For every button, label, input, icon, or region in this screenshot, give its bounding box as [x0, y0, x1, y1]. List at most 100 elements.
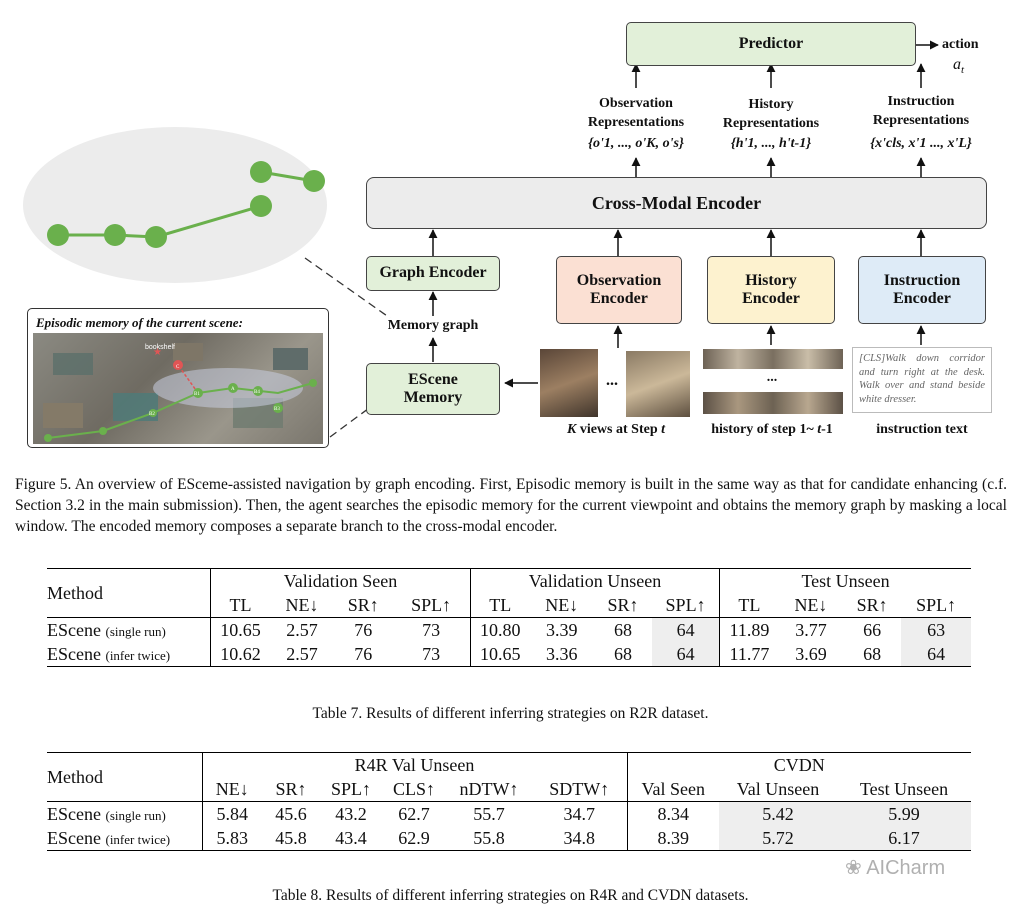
- figure-5-caption: Figure 5. An overview of ESceme-assisted…: [15, 476, 1007, 535]
- node-label-b2: B2: [149, 412, 155, 417]
- history-encoder-label: History Encoder: [742, 271, 800, 307]
- t7-group-validation-seen: Validation Seen: [210, 568, 471, 593]
- observation-encoder-label: Observation Encoder: [576, 271, 662, 307]
- t7-col-ne: NE↓: [545, 594, 579, 615]
- history-image-1: [703, 349, 843, 369]
- graph-node: [47, 224, 69, 246]
- action-label: action: [942, 37, 979, 52]
- t7-col-tl: TL: [229, 594, 252, 615]
- t8-cell: 62.9: [398, 827, 430, 848]
- instruction-encoder-box: Instruction Encoder: [858, 256, 986, 324]
- t8-cell: 34.7: [532, 801, 628, 826]
- t7-row-method: EScene (single run): [47, 617, 212, 642]
- t7-col-tl: TL: [489, 594, 512, 615]
- predictor-box: Predictor: [626, 22, 916, 66]
- history-image-2: [703, 392, 843, 414]
- memory-graph-label: Memory graph: [387, 318, 479, 333]
- scene-topdown-image: bookshelf ★ C B1 A B4 B3 B2: [33, 333, 323, 444]
- cross-modal-encoder-label: Cross-Modal Encoder: [591, 192, 762, 213]
- t8-cell: 43.2: [335, 803, 367, 824]
- observation-representations-label: Observation Representations: [587, 96, 685, 130]
- t8-cell: 45.6: [275, 803, 307, 824]
- t7-col-sr: SR↑: [347, 594, 379, 615]
- predictor-label: Predictor: [738, 34, 804, 52]
- history-steps-label: history of step 1~ t-1: [711, 422, 833, 437]
- t7-cell: 64: [652, 617, 721, 642]
- t8-cell: 6.17: [837, 826, 971, 851]
- t7-cell: 73: [392, 617, 471, 642]
- history-ellipsis: ...: [766, 370, 778, 385]
- history-set: {h'1, ..., h't-1}: [730, 136, 812, 151]
- instruction-representations-label: Instruction Representations: [872, 94, 970, 128]
- t7-col-spl: SPL↑: [392, 593, 471, 618]
- memory-graph: [47, 161, 325, 248]
- observation-encoder-box: Observation Encoder: [556, 256, 682, 324]
- instruction-text-label: instruction text: [876, 422, 968, 437]
- watermark: ❀ AICharm: [845, 855, 945, 880]
- t7-cell: 2.57: [286, 643, 318, 664]
- graph-node: [303, 170, 325, 192]
- t7-cell: 2.57: [286, 619, 318, 640]
- graph-node: [145, 226, 167, 248]
- node-label-b4: B4: [254, 390, 260, 395]
- episodic-memory-title: Episodic memory of the current scene:: [36, 315, 243, 330]
- t7-cell: 76: [354, 619, 373, 640]
- t8-cell: 55.8: [473, 827, 505, 848]
- t8-cell: 45.8: [275, 827, 307, 848]
- t7-cell: 10.80: [479, 619, 521, 640]
- graph-node: [250, 161, 272, 183]
- node-label-b1: B1: [194, 392, 200, 397]
- bookshelf-label: bookshelf: [145, 344, 175, 351]
- graph-node: [104, 224, 126, 246]
- t7-col-sr: SR↑: [856, 594, 888, 615]
- t7-cell: 3.36: [546, 643, 578, 664]
- instruction-set: {x'cls, x'1 ..., x'L}: [870, 136, 972, 151]
- scene-overlay: bookshelf ★ C B1 A B4 B3 B2: [43, 343, 317, 442]
- table-row: EScene (single run) 10.65 2.57 76 73 10.…: [47, 617, 971, 642]
- escene-memory-label: EScene Memory: [403, 370, 463, 406]
- figure-connectors: [23, 40, 939, 438]
- t7-cell: 3.77: [795, 619, 827, 640]
- t8-method-header: Method: [47, 752, 203, 802]
- watermark-text: AICharm: [866, 857, 946, 879]
- t7-cell: 10.65: [479, 643, 521, 664]
- t8-col-val-unseen: Val Unseen: [736, 778, 820, 799]
- t7-cell: 3.69: [795, 643, 827, 664]
- t7-col-spl: SPL↑: [652, 593, 721, 618]
- table-8-caption: Table 8. Results of different inferring …: [272, 887, 749, 904]
- t7-col-spl: SPL↑: [916, 594, 957, 615]
- t8-group-r4r: R4R Val Unseen: [202, 752, 628, 777]
- t7-group-validation-unseen: Validation Unseen: [470, 568, 721, 593]
- t8-col-sr: SR↑: [275, 778, 307, 799]
- t7-row-method: EScene (infer twice): [47, 642, 212, 667]
- t7-col-ne: NE↓: [794, 594, 828, 615]
- t7-cell: 68: [613, 643, 632, 664]
- t8-col-ndtw: nDTW↑: [459, 778, 519, 799]
- wechat-icon: ❀: [845, 857, 862, 879]
- t7-cell: 68: [863, 643, 882, 664]
- t7-cell: 68: [613, 619, 632, 640]
- t8-cell: 8.39: [657, 827, 690, 848]
- table-8: Method R4R Val Unseen CVDN NE↓ SR↑ SPL↑ …: [47, 752, 971, 851]
- table-7: Method Validation Seen Validation Unseen…: [47, 568, 971, 667]
- escene-memory-box: EScene Memory: [366, 363, 500, 415]
- t7-cell: 64: [901, 642, 971, 667]
- t7-col-tl: TL: [738, 594, 761, 615]
- memory-graph-ellipse: [23, 127, 327, 283]
- t7-cell: 10.65: [220, 619, 261, 640]
- node-label-c: C: [176, 365, 180, 370]
- cross-modal-encoder-box: Cross-Modal Encoder: [366, 177, 987, 229]
- t8-col-ne: NE↓: [215, 778, 249, 799]
- view-image-1: [540, 349, 598, 417]
- t8-cell: 62.7: [398, 803, 430, 824]
- t8-cell: 43.4: [335, 827, 367, 848]
- t8-col-test-unseen: Test Unseen: [859, 778, 949, 799]
- t8-cell: 5.42: [719, 801, 837, 826]
- table-row: EScene (infer twice) 5.83 45.8 43.4 62.9…: [47, 826, 971, 851]
- t7-cell: 11.89: [729, 619, 770, 640]
- t8-col-cls: CLS↑: [392, 778, 435, 799]
- table-row: EScene (single run) 5.84 45.6 43.2 62.7 …: [47, 801, 971, 826]
- star-icon: ★: [153, 347, 162, 358]
- t8-group-cvdn: CVDN: [773, 754, 825, 775]
- graph-node: [250, 195, 272, 217]
